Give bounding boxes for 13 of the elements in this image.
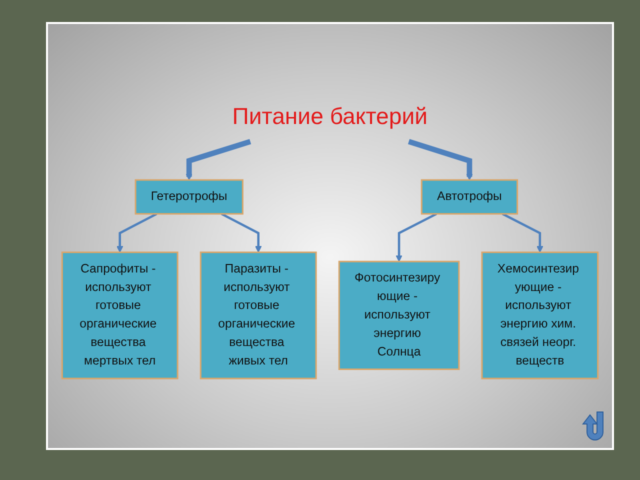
arrow (396, 212, 438, 262)
node-box: Паразиты - используют готовые органические вещества живых тел (200, 252, 317, 380)
node-box: Сапрофиты - используют готовые органические вещества мертвых тел (61, 252, 178, 380)
arrow (502, 212, 544, 253)
arrow (220, 212, 262, 253)
node-box: Автотрофы (420, 179, 518, 215)
arrow (116, 212, 158, 253)
node-text: Питание бактерий (232, 104, 428, 130)
arrow (408, 138, 473, 180)
node-box: Гетеротрофы (134, 179, 244, 215)
node-box: Фотосинтезиру ющие - используют энергию Солнца (338, 260, 460, 370)
arrow (186, 138, 252, 180)
node-box: Хемосинтезир ующие - используют энергию хим. связей неорг. веществ (481, 252, 599, 380)
